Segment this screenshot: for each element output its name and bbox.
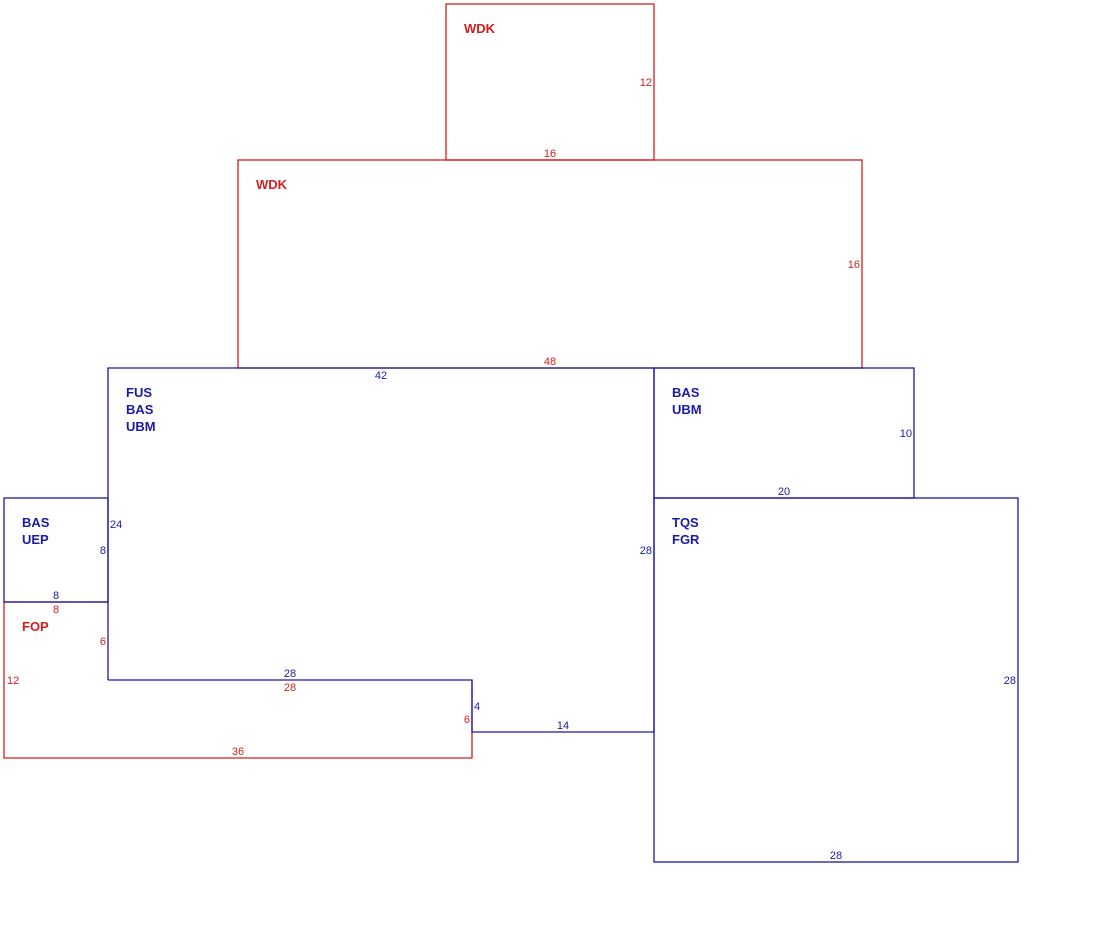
- area-code: FOP: [22, 619, 49, 634]
- dimension-label: 28: [830, 850, 842, 862]
- dimension-label: 12: [7, 675, 19, 687]
- area-outline: [3, 497, 109, 603]
- dimension-label: 20: [778, 486, 790, 498]
- dimension-label: 6: [464, 714, 470, 726]
- area-bas-uep[interactable]: BAS UEP 8 8: [3, 497, 109, 603]
- dimension-label: 36: [232, 746, 244, 758]
- dimension-label: 28: [284, 682, 296, 694]
- area-wdk-upper[interactable]: WDK 12 16: [445, 3, 655, 161]
- dimension-label: 12: [640, 77, 652, 89]
- dimension-label: 4: [474, 701, 480, 713]
- area-fus-bas-ubm[interactable]: FUS BAS UBM 42 24 28 28 4 14: [107, 367, 655, 733]
- dimension-label: 8: [100, 545, 106, 557]
- area-code: UEP: [22, 532, 49, 547]
- dimension-label: 48: [544, 356, 556, 368]
- area-code: FUS: [126, 385, 152, 400]
- area-code: WDK: [464, 21, 496, 36]
- dimension-label: 24: [110, 519, 122, 531]
- area-code: BAS: [22, 515, 50, 530]
- dimension-label: 16: [848, 259, 860, 271]
- area-code: WDK: [256, 177, 288, 192]
- dimension-label: 42: [375, 370, 387, 382]
- area-code: FGR: [672, 532, 700, 547]
- area-outline: [237, 159, 863, 369]
- area-outline: [653, 497, 1019, 863]
- area-code: UBM: [672, 402, 702, 417]
- dimension-label: 8: [53, 590, 59, 602]
- area-tqs-fgr[interactable]: TQS FGR 28 28: [653, 497, 1019, 863]
- area-code: BAS: [126, 402, 154, 417]
- area-bas-ubm[interactable]: BAS UBM 10 20: [653, 367, 915, 499]
- dimension-label: 16: [544, 148, 556, 160]
- dimension-label: 28: [640, 545, 652, 557]
- area-code: UBM: [126, 419, 156, 434]
- dimension-label: 10: [900, 428, 912, 440]
- area-code: BAS: [672, 385, 700, 400]
- dimension-label: 14: [557, 720, 569, 732]
- area-code: TQS: [672, 515, 699, 530]
- dimension-label: 6: [100, 636, 106, 648]
- area-wdk-lower[interactable]: WDK 16 48: [237, 159, 863, 369]
- dimension-label: 28: [1004, 675, 1016, 687]
- area-outline: [107, 367, 655, 733]
- dimension-label: 28: [284, 668, 296, 680]
- dimension-label: 8: [53, 604, 59, 616]
